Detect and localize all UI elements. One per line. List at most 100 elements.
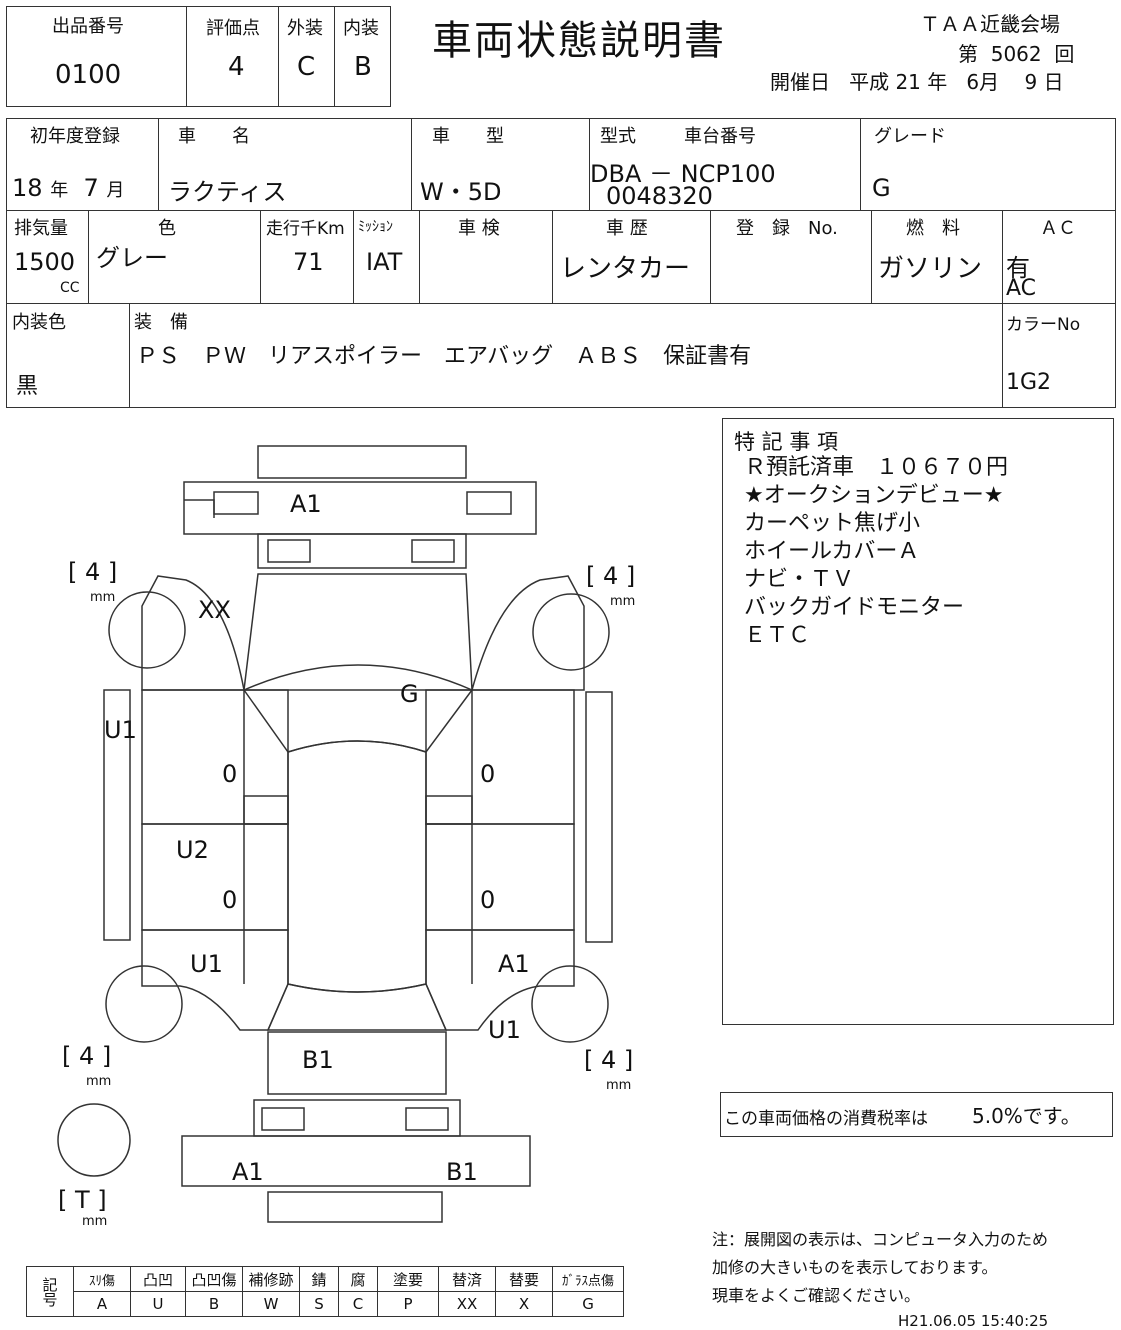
windshield [242, 664, 474, 753]
footnote-line: 注：展開図の表示は、コンピュータ入力のため [712, 1230, 1049, 1249]
car-name-label: 車 名 [178, 126, 250, 147]
venue-name: ＴＡＡ近畿会場 [920, 12, 1060, 36]
session-suffix: 回 [1054, 42, 1075, 66]
tread-unit: mm [90, 590, 116, 605]
right-side-sill [585, 691, 613, 943]
date-label: 開催日 [770, 70, 830, 94]
right-front-fender [471, 575, 585, 691]
tread-front-left: [ 4 ] [68, 558, 118, 586]
inspection-label: 車 検 [458, 218, 500, 239]
mark-front-bumper: A1 [290, 490, 322, 518]
tread-value: 4 [603, 562, 619, 590]
lot-number-value: 0100 [55, 60, 122, 90]
legend-name: 替要 [495, 1266, 553, 1292]
model-label: 型式 [600, 126, 636, 147]
grille-lamp-right [411, 539, 455, 563]
roof [287, 740, 427, 993]
mileage-label: 走行千Km [266, 219, 345, 239]
left-rear-door [141, 823, 289, 931]
score-label: 評価点 [206, 18, 260, 39]
legend-header: 記号 [26, 1266, 74, 1317]
divider [6, 303, 1116, 304]
tax-rate-value: 5.0%です。 [972, 1104, 1081, 1128]
divider [411, 118, 412, 210]
year-unit: 年 [927, 70, 948, 94]
tread-rear-right: [ 4 ] [584, 1046, 634, 1074]
footnote-line: 加修の大きいものを表示しております。 [712, 1258, 998, 1277]
model-value: DBA － NCP100 [590, 160, 776, 188]
fuel-label: 燃 料 [906, 218, 960, 239]
displacement-value: 1500 [14, 248, 76, 276]
tire-front-right [532, 593, 610, 671]
exterior-value: C [297, 52, 316, 82]
note-line: カーペット焦げ小 [744, 511, 921, 536]
tread-value: 4 [85, 558, 101, 586]
score-value: 4 [228, 52, 245, 82]
grade-label: グレード [874, 126, 946, 147]
history-value: レンタカー [560, 254, 691, 284]
legend-name: 塗要 [377, 1266, 439, 1292]
hood [243, 573, 473, 691]
tread-unit: mm [610, 594, 636, 609]
mark-right-quarter: A1 [498, 950, 530, 978]
divider [552, 210, 553, 303]
rear-lamp-left [261, 1107, 305, 1131]
note-line: Ｒ預託済車 １０６７０円 [744, 455, 1009, 480]
rear-glass [266, 983, 448, 1031]
interior-color-label: 内装色 [12, 312, 66, 333]
mark-rear-bumper-left: A1 [232, 1158, 264, 1186]
grade-value: G [872, 174, 891, 202]
legend-code: X [495, 1291, 553, 1317]
tire-rear-left [105, 965, 183, 1043]
session-line: 第 5062 回 [958, 38, 1074, 67]
right-rear-door [425, 823, 575, 931]
front-panel [257, 445, 467, 479]
tailgate [267, 1031, 447, 1095]
interior-color-value: 黒 [16, 374, 39, 399]
mark-tailgate: B1 [302, 1046, 334, 1074]
mark-rear-bumper-right: B1 [446, 1158, 478, 1186]
rear-step [267, 1191, 443, 1223]
displacement-unit: CC [60, 280, 80, 296]
mark-right-front-door: 0 [480, 760, 496, 788]
reg-month: 7 [83, 174, 99, 202]
legend-code: B [185, 1291, 243, 1317]
divider [88, 210, 89, 303]
interior-label: 内装 [343, 18, 379, 39]
mission-label: ﾐｯｼｮﾝ [358, 219, 393, 235]
special-notes-list: Ｒ預託済車 １０６７０円 ★オークションデビュー★ カーペット焦げ小 ホイールカ… [744, 454, 1008, 650]
ac-value-2: AC [1006, 276, 1037, 301]
color-value: グレー [96, 244, 168, 272]
color-number-label: カラーNo [1006, 315, 1081, 335]
reg-year: 18 [12, 174, 43, 202]
tread-spare: [ T ] [58, 1186, 107, 1214]
mark-right-rear: U1 [488, 1016, 521, 1044]
note-line: バックガイドモニター [744, 595, 965, 620]
legend-code: C [338, 1291, 378, 1317]
mission-value: IAT [366, 248, 403, 276]
legend-name: 凸凹 [130, 1266, 186, 1292]
divider [6, 210, 1116, 211]
fuel-value: ガソリン [878, 254, 983, 284]
equipment-label: 装 備 [134, 312, 188, 333]
footnote: 注：展開図の表示は、コンピュータ入力のため 加修の大きいものを表示しております。… [712, 1226, 1048, 1310]
mark-left-quarter: U1 [190, 950, 223, 978]
reg-month-unit: 月 [106, 180, 125, 201]
rear-bumper [181, 1135, 531, 1187]
right-pillar [425, 795, 473, 825]
mark-hood: G [400, 680, 419, 708]
left-pillar [243, 795, 289, 825]
special-notes-box [722, 418, 1114, 1025]
equipment-value: ＰＳ ＰＷ リアスポイラー エアバッグ ＡＢＳ 保証書有 [136, 344, 752, 369]
vehicle-info-table [6, 118, 1116, 408]
document-title: 車両状態説明書 [432, 18, 726, 64]
legend-name: ｽﾘ傷 [73, 1266, 131, 1292]
legend-name: 凸凹傷 [185, 1266, 243, 1292]
mark-left-rear-door: U2 [176, 836, 209, 864]
note-line: ホイールカバーＡ [744, 539, 920, 564]
special-notes-label: 特 記 事 項 [734, 430, 839, 454]
note-line: ナビ・ＴＶ [744, 567, 855, 592]
year: 21 [895, 70, 921, 94]
tread-value: 4 [601, 1046, 617, 1074]
divider [158, 118, 159, 210]
